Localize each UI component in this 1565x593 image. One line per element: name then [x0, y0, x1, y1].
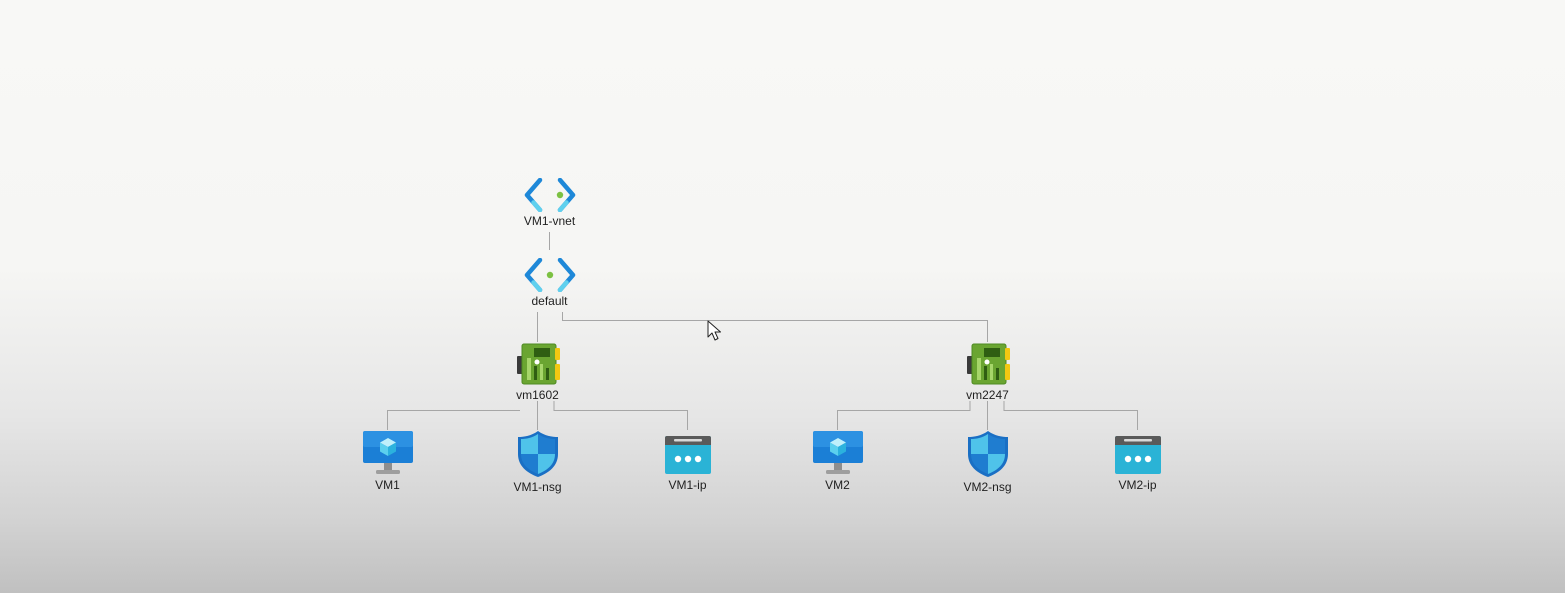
node-label: VM1-vnet	[523, 214, 576, 228]
virtual-machine-icon	[362, 431, 413, 474]
node-label: VM1	[375, 478, 400, 492]
node-vm1[interactable]: VM1	[338, 430, 438, 492]
network-security-group-icon	[517, 431, 558, 477]
public-ip-icon	[1114, 436, 1161, 474]
network-interface-icon	[966, 343, 1010, 385]
node-label: VM1-ip	[668, 478, 707, 492]
node-default-subnet[interactable]: default	[500, 258, 600, 308]
node-vm2[interactable]: VM2	[788, 430, 888, 492]
node-vm1-nsg[interactable]: VM1-nsg	[488, 430, 588, 494]
node-vm2247-nic[interactable]: vm2247	[938, 342, 1038, 402]
node-label: default	[531, 294, 568, 308]
public-ip-icon	[664, 436, 711, 474]
node-vm2-nsg[interactable]: VM2-nsg	[938, 430, 1038, 494]
node-label: vm1602	[516, 388, 559, 402]
node-label: VM2-nsg	[963, 480, 1012, 494]
node-label: vm2247	[966, 388, 1009, 402]
edge-nic1-vm1	[387, 410, 520, 430]
network-security-group-icon	[967, 431, 1008, 477]
node-label: VM2	[825, 478, 850, 492]
connector-lines	[387, 232, 1138, 430]
edge-nic2-ip2	[1003, 401, 1138, 430]
node-vm1602-nic[interactable]: vm1602	[488, 342, 588, 402]
node-vm1-vnet[interactable]: VM1-vnet	[500, 178, 600, 228]
virtual-network-icon	[524, 178, 575, 212]
subnet-icon	[524, 258, 575, 292]
node-label: VM2-ip	[1118, 478, 1157, 492]
network-interface-icon	[516, 343, 560, 385]
node-label: VM1-nsg	[513, 480, 562, 494]
virtual-machine-icon	[812, 431, 863, 474]
edge-nic1-ip1	[553, 401, 688, 430]
edge-subnet-nic2	[562, 312, 988, 342]
node-vm2-ip[interactable]: VM2-ip	[1088, 434, 1188, 492]
node-vm1-ip[interactable]: VM1-ip	[638, 434, 738, 492]
edge-nic2-vm2	[837, 401, 971, 430]
